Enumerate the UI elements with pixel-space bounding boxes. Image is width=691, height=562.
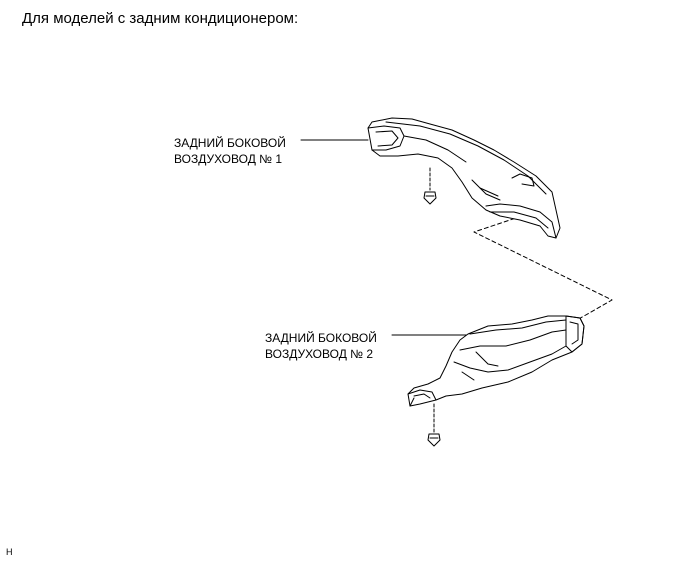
clip-fastener-2 <box>427 403 441 447</box>
callout-1-line2: ВОЗДУХОВОД № 1 <box>174 152 283 166</box>
callout-2-line2: ВОЗДУХОВОД № 2 <box>265 347 374 361</box>
rear-side-duct-1 <box>367 117 561 239</box>
figure-code: H <box>6 547 13 557</box>
callout-rear-side-duct-1: ЗАДНИЙ БОКОВОЙ ВОЗДУХОВОД № 1 <box>174 135 286 167</box>
alignment-dashed-line <box>473 213 613 321</box>
callout-rear-side-duct-2: ЗАДНИЙ БОКОВОЙ ВОЗДУХОВОД № 2 <box>265 330 377 362</box>
clip-fastener-1 <box>423 167 437 205</box>
rear-side-duct-2 <box>407 315 585 407</box>
callout-1-line1: ЗАДНИЙ БОКОВОЙ <box>174 136 286 150</box>
page-heading: Для моделей с задним кондиционером: <box>22 10 299 27</box>
callout-2-line1: ЗАДНИЙ БОКОВОЙ <box>265 331 377 345</box>
